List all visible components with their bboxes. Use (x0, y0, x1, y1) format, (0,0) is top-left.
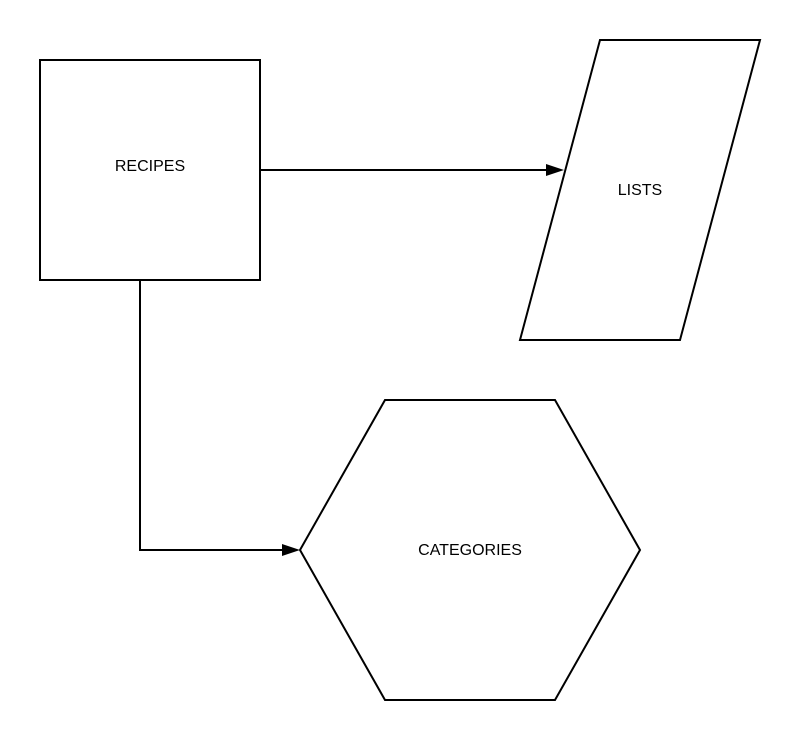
edge-recipes-to-categories-arrowhead (282, 544, 300, 556)
edge-recipes-to-categories (139, 281, 300, 556)
node-lists[interactable]: LISTS (518, 39, 762, 341)
node-recipes-shape[interactable] (39, 59, 261, 281)
edge-recipes-to-lists (261, 164, 564, 176)
node-categories[interactable]: CATEGORIES (298, 399, 642, 701)
node-lists-shape[interactable] (518, 39, 762, 341)
node-categories-label: CATEGORIES (418, 542, 522, 559)
node-recipes-label: RECIPES (115, 158, 185, 175)
edge-recipes-to-lists-arrowhead (546, 164, 564, 176)
node-categories-shape[interactable] (298, 399, 642, 701)
node-lists-label: LISTS (618, 182, 662, 199)
edge-recipes-to-categories-line (139, 281, 282, 551)
node-recipes[interactable]: RECIPES (39, 59, 261, 281)
